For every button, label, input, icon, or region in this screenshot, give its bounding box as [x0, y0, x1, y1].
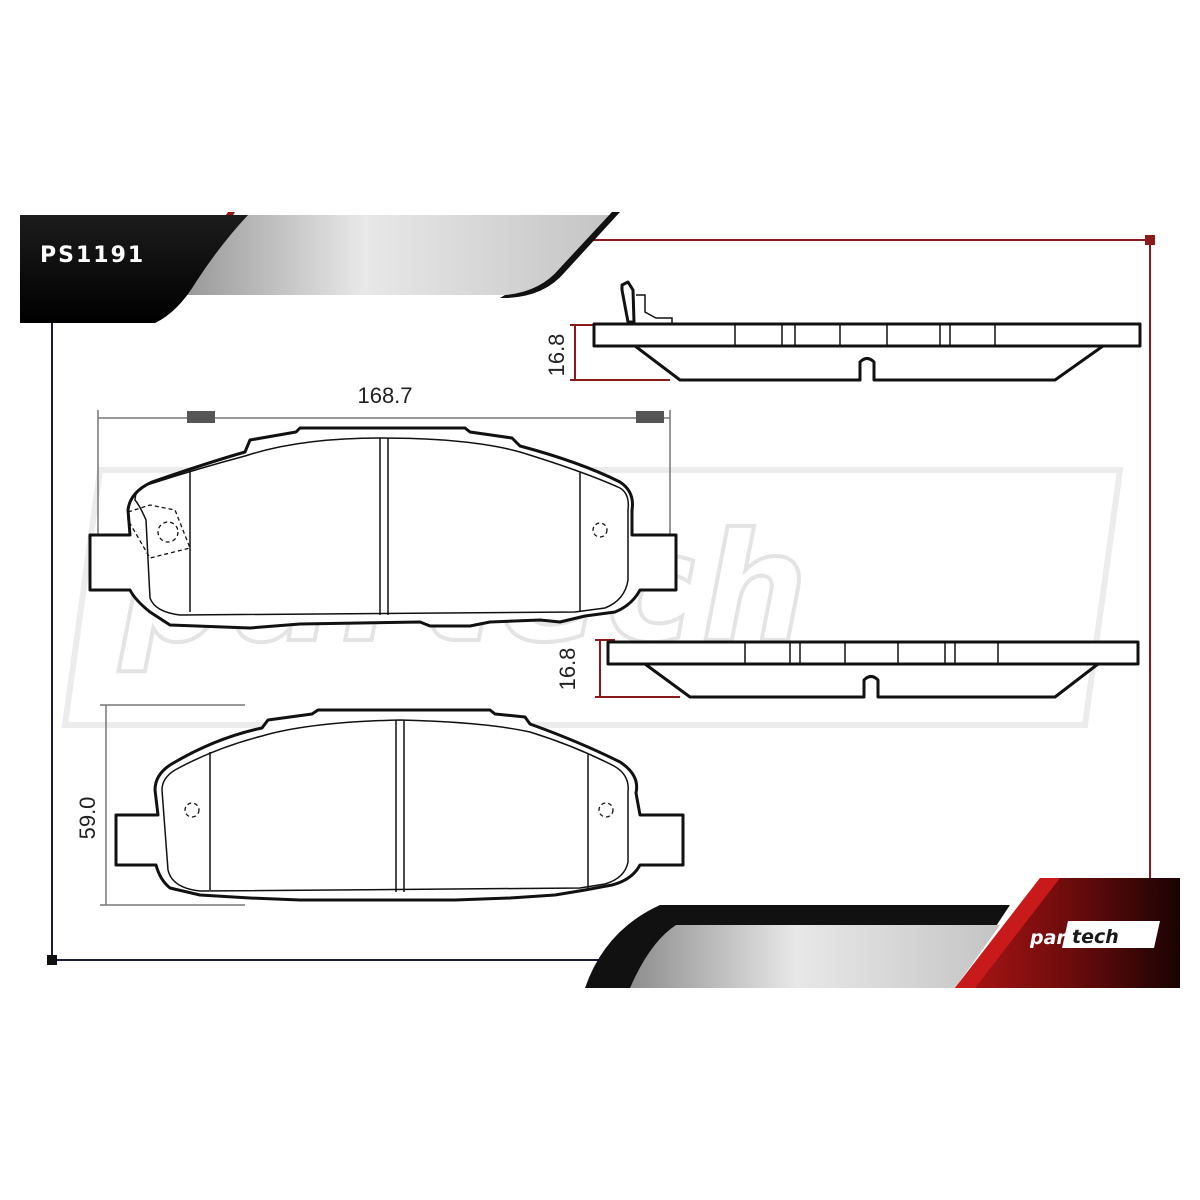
- width-dimension: 168.7: [97, 383, 671, 540]
- footer-band: [585, 878, 1180, 988]
- thickness-top-label: 16.8: [544, 334, 569, 377]
- height-label: 59.0: [75, 797, 100, 840]
- pad-front-bottom: [114, 708, 685, 902]
- brand-logo-part1: par: [1029, 927, 1067, 949]
- pad-side-bottom: [606, 640, 1140, 699]
- brand-logo-part2: tech: [1072, 926, 1119, 948]
- part-number: PS1191: [40, 243, 145, 268]
- width-label: 168.7: [357, 383, 412, 408]
- pad-front-top: [88, 426, 678, 630]
- brand-logo: par tech: [1029, 921, 1160, 949]
- height-dimension: 59.0: [75, 704, 245, 906]
- thickness-bottom-label: 16.8: [555, 648, 580, 691]
- thickness-bottom-dimension: 16.8: [555, 639, 680, 698]
- header-band: PS1191: [20, 212, 620, 323]
- pad-side-top: [592, 280, 1142, 382]
- thickness-top-dimension: 16.8: [544, 324, 670, 381]
